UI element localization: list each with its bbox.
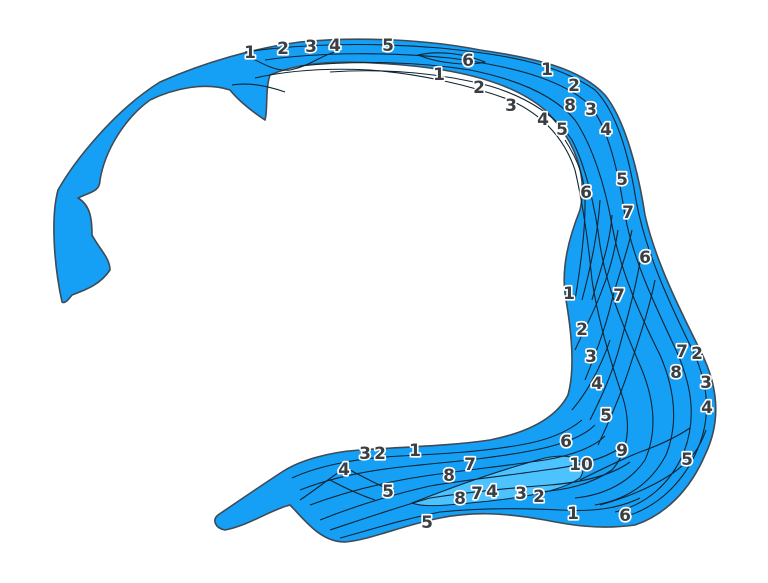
contour-label: 2	[576, 320, 588, 340]
contour-label: 3	[305, 37, 317, 57]
contour-label: 2	[374, 444, 386, 464]
contour-label: 1	[567, 504, 579, 524]
contour-label: 4	[329, 36, 341, 56]
contour-label: 6	[462, 51, 474, 71]
contour-lines	[231, 43, 707, 539]
contour-label: 5	[382, 482, 394, 502]
contour-label: 4	[537, 110, 549, 130]
contour-label: 5	[681, 450, 693, 470]
contour-label: 7	[676, 342, 688, 362]
contour-label: 1	[541, 60, 553, 80]
contour-label: 3	[585, 347, 597, 367]
contour-label: 4	[591, 374, 603, 394]
contour-label: 2	[533, 487, 545, 507]
contour-label: 1	[409, 441, 421, 461]
contour-label: 2	[691, 344, 703, 364]
contour-label: 7	[622, 203, 634, 223]
contour-label: 1	[563, 284, 575, 304]
contour-label: 2	[277, 39, 289, 59]
contour-label: 7	[613, 286, 625, 306]
contour-label: 5	[556, 120, 568, 140]
contour-label: 6	[560, 432, 572, 452]
contour-label: 8	[443, 466, 455, 486]
contour-label: 5	[382, 36, 394, 56]
contour-label: 5	[421, 513, 433, 533]
contour-label: 4	[338, 460, 350, 480]
contour-label: 5	[616, 170, 628, 190]
deep-basin	[410, 455, 584, 507]
contour-label: 2	[568, 76, 580, 96]
contour-label: 8	[564, 96, 576, 116]
contour-label: 4	[486, 482, 498, 502]
contour-label: 3	[505, 96, 517, 116]
contour-label: 6	[619, 506, 631, 526]
island-landmass	[53, 38, 717, 543]
contour-label: 8	[670, 363, 682, 383]
contour-label: 9	[616, 441, 628, 461]
contour-label: 10	[569, 455, 593, 475]
contour-label: 5	[600, 406, 612, 426]
contour-label: 1	[433, 65, 445, 85]
contour-label: 1	[244, 43, 256, 63]
contour-label: 3	[585, 100, 597, 120]
contour-label: 2	[473, 78, 485, 98]
contour-label: 7	[464, 455, 476, 475]
contour-label: 7	[471, 484, 483, 504]
contour-label: 3	[515, 484, 527, 504]
contour-label: 4	[701, 398, 713, 418]
contour-label: 3	[700, 373, 712, 393]
contour-label: 3	[359, 444, 371, 464]
contour-label: 4	[600, 120, 612, 140]
contour-label: 6	[639, 248, 651, 268]
contour-label: 8	[454, 489, 466, 509]
contour-label: 6	[580, 183, 592, 203]
